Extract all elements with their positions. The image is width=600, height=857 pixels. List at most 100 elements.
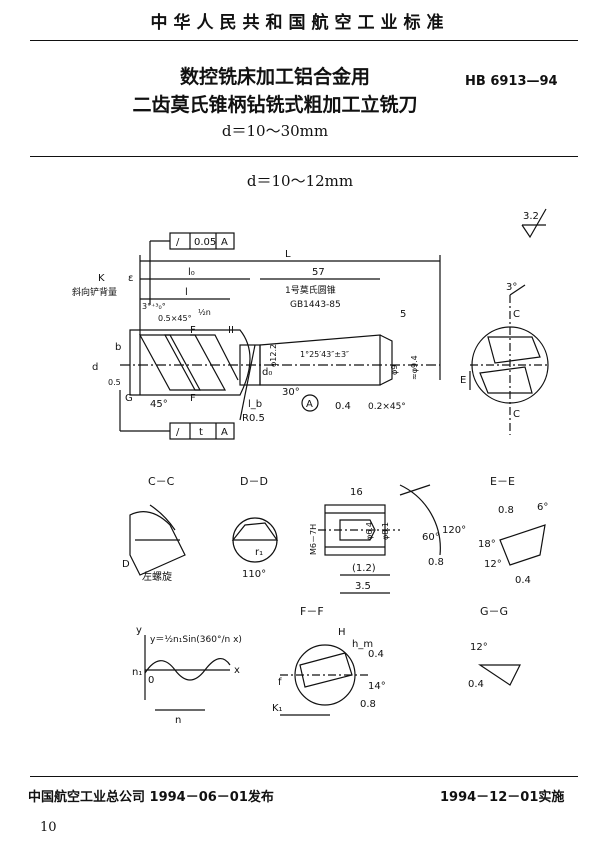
dim-16: 16 (350, 487, 363, 498)
detail-marker-a (301, 394, 319, 412)
section-cc-label: C－C (148, 475, 175, 488)
dim-e08: 0.8 (498, 505, 514, 516)
header-rule (30, 40, 578, 41)
dim-r05: R0.5 (242, 413, 265, 424)
roughness-symbol (521, 208, 547, 239)
subsection-range: d＝10～12mm (246, 172, 354, 190)
dim-L: L (285, 249, 291, 260)
dim-half-n: ½n (198, 308, 211, 317)
dim-g04: 0.4 (468, 679, 484, 690)
cutter-head (129, 329, 251, 396)
dim-60: 60° (422, 532, 440, 543)
dim-morse: 1号莫氏圆锥 (285, 284, 336, 296)
dim-e18: 18° (478, 539, 496, 550)
dim-chamfer: 0.5×45° (158, 314, 192, 323)
section-center-hole (318, 484, 441, 594)
publisher-info: 中国航空工业总公司 1994－06－01发布 (28, 790, 274, 805)
wave-formula: y＝½n₁Sin(360°/n x) (150, 635, 242, 645)
section-ee (499, 524, 546, 566)
dim-35: 3.5 (355, 581, 371, 592)
dim-d: d (92, 362, 98, 373)
dim-e04: 0.4 (515, 575, 531, 586)
dim-f: f (278, 677, 282, 688)
dim-relief: 斜向铲背量 (72, 286, 117, 298)
standard-header: 中华人民共和国航空工业标准 (150, 13, 450, 33)
left-helix-label: 左螺旋 (142, 570, 172, 583)
dim-m6: M6－7H (309, 524, 318, 555)
dim-angle-small: 3°⁺³₀° (142, 302, 166, 311)
axis-x: x (234, 665, 240, 676)
dim-57: 57 (312, 267, 325, 278)
dim-08: 0.8 (428, 557, 444, 568)
section-ee-label: E－E (490, 475, 515, 488)
footer-rule (30, 776, 578, 777)
dim-l0: l₀ (188, 267, 195, 278)
dim-d94: ≈φ9.4 (410, 355, 419, 380)
cut-G: G (125, 393, 133, 404)
dim-n: n (175, 715, 181, 726)
tol-bottom-value: t (199, 427, 203, 438)
dim-f04: 0.4 (368, 649, 384, 660)
cut-F-bottom: F (190, 393, 196, 404)
effective-date: 1994－12－01实施 (440, 790, 565, 805)
dim-45: 45° (150, 399, 168, 410)
dim-gb: GB1443-85 (290, 300, 341, 310)
section-gg-label: G－G (480, 605, 508, 618)
cut-C-top: C (513, 309, 520, 320)
dim-n1: n₁ (132, 667, 142, 678)
tol-bottom-datum: A (221, 427, 228, 438)
dim-5: 5 (400, 309, 406, 320)
dim-d64: φ6.4 (365, 522, 374, 540)
doc-range: d＝10～30mm (221, 122, 329, 140)
morse-shank (259, 334, 381, 386)
dim-d12: φ12.2 (269, 344, 278, 367)
page-number: 10 (40, 820, 57, 835)
technical-drawing: 3.2 / 0.05 A / t A L l₀ 57 l 5 K ε 斜向铲背量… (72, 208, 550, 726)
dim-K: K (98, 273, 105, 284)
doc-title-line1: 数控铣床加工铝合金用 (179, 66, 370, 88)
standard-number: HB 6913—94 (465, 74, 558, 89)
section-gg (478, 664, 521, 686)
dim-d81: φ8.1 (381, 522, 390, 540)
dim-hm: h_m (352, 639, 373, 650)
dim-30: 30° (282, 387, 300, 398)
dim-g12: 12° (470, 642, 488, 653)
dim-K1: K₁ (272, 703, 283, 714)
cut-F-top: F (190, 325, 196, 336)
dim-e6: 6° (537, 502, 548, 513)
dim-05: 0.5 (108, 378, 121, 387)
cut-II: II (228, 325, 234, 336)
dim-l: l (185, 287, 188, 298)
doc-title-line2: 二齿莫氏锥柄钻铣式粗加工立铣刀 (132, 94, 418, 116)
tol-bottom-symbol: / (176, 427, 180, 438)
dim-110: 110° (242, 569, 266, 580)
cut-E: E (460, 375, 466, 386)
section-cc (129, 511, 186, 576)
dim-12b: (1.2) (352, 563, 376, 574)
section-dd-label: D－D (240, 475, 268, 488)
roughness-value: 3.2 (523, 211, 539, 222)
axis-origin: 0 (148, 675, 154, 686)
dim-H: H (338, 627, 346, 638)
dim-taper: 1°25′43″±3″ (300, 350, 349, 359)
cut-D: D (122, 559, 130, 570)
dim-120: 120° (442, 525, 466, 536)
dim-d9: φ9 (390, 365, 399, 375)
dim-e12: 12° (484, 559, 502, 570)
dim-ch02: 0.2×45° (368, 402, 406, 412)
dim-f08: 0.8 (360, 699, 376, 710)
helix-wave-curve (144, 635, 231, 711)
dim-b: b (115, 342, 121, 353)
tol-top-symbol: / (176, 237, 180, 248)
dim-lb: l_b (248, 399, 262, 410)
dim-3deg: 3° (506, 282, 517, 293)
dim-d0: d₀ (262, 367, 272, 378)
dim-f14: 14° (368, 681, 386, 692)
dim-eps: ε (128, 273, 133, 284)
section-ff-label: F－F (300, 605, 324, 618)
axis-y: y (136, 625, 142, 636)
title-rule (30, 156, 578, 157)
dim-ra04: 0.4 (335, 401, 351, 412)
dim-r1: r₁ (255, 547, 263, 558)
tol-top-value: 0.05 (194, 237, 216, 248)
